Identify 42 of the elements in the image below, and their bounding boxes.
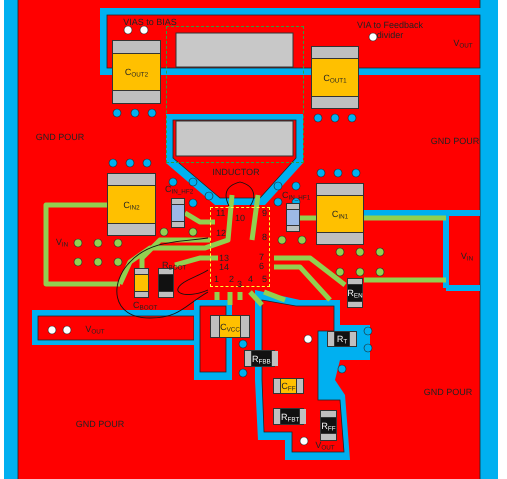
board-label: VIA to Feedback divider: [356, 20, 424, 41]
component-label: C$_{IN1}$: [332, 209, 348, 219]
component-label: INDUCTOR: [211, 167, 261, 178]
component-label: C$_{IN2}$: [123, 200, 140, 210]
pin-number: 3: [237, 279, 242, 289]
component-label: C$_{OUT2}$: [124, 67, 148, 77]
pin-number: 4: [248, 274, 254, 284]
component-label: C$_{IN_HF2}$: [165, 184, 194, 194]
component-label: R$_{BOOT}$: [162, 260, 186, 270]
board-label: VIAS to BIAS: [122, 17, 178, 28]
board-label: V$_{OUT}$: [452, 38, 474, 48]
board-label: V$_{IN}$: [54, 237, 70, 248]
component-label: R$_{FBT}$: [281, 412, 300, 422]
pin-number: 14: [219, 262, 230, 272]
pin-number: 1: [214, 274, 220, 284]
board-label: GND POUR: [430, 136, 480, 146]
board-label: V$_{OUT}$: [84, 324, 106, 334]
component-label: R$_{T}$: [336, 334, 348, 344]
pin-number: 12: [216, 228, 226, 238]
pin-number: 2: [229, 274, 234, 284]
board-label: V$_{IN}$: [460, 251, 474, 262]
pin-number: 10: [235, 213, 246, 223]
pin-number: 6: [259, 261, 264, 271]
pin-number: 13: [219, 253, 230, 263]
component-label: R$_{FF}$: [321, 420, 336, 430]
component-label: C$_{BOOT}$: [133, 300, 158, 310]
pin-number: 7: [259, 252, 264, 262]
pin-number: 11: [216, 208, 226, 218]
component-label: C$_{FF}$: [281, 381, 296, 391]
component-label: C$_{VCC}$: [220, 322, 240, 332]
ic-footprint-outline: [210, 207, 270, 287]
component-label: C$_{IN_HF1}$: [282, 190, 310, 200]
board-label: GND POUR: [74, 419, 126, 430]
board-label: GND POUR: [34, 132, 86, 142]
component-label: R$_{EN}$: [347, 288, 363, 298]
pin-number: 8: [262, 232, 268, 242]
pin-number: 9: [262, 208, 268, 218]
board-label: V$_{OUT}$: [314, 440, 336, 450]
component-label: R$_{FBB}$: [252, 354, 271, 364]
board-label: GND POUR: [422, 387, 474, 398]
component-label: C$_{OUT1}$: [323, 72, 347, 82]
pin-number: 5: [262, 274, 268, 284]
